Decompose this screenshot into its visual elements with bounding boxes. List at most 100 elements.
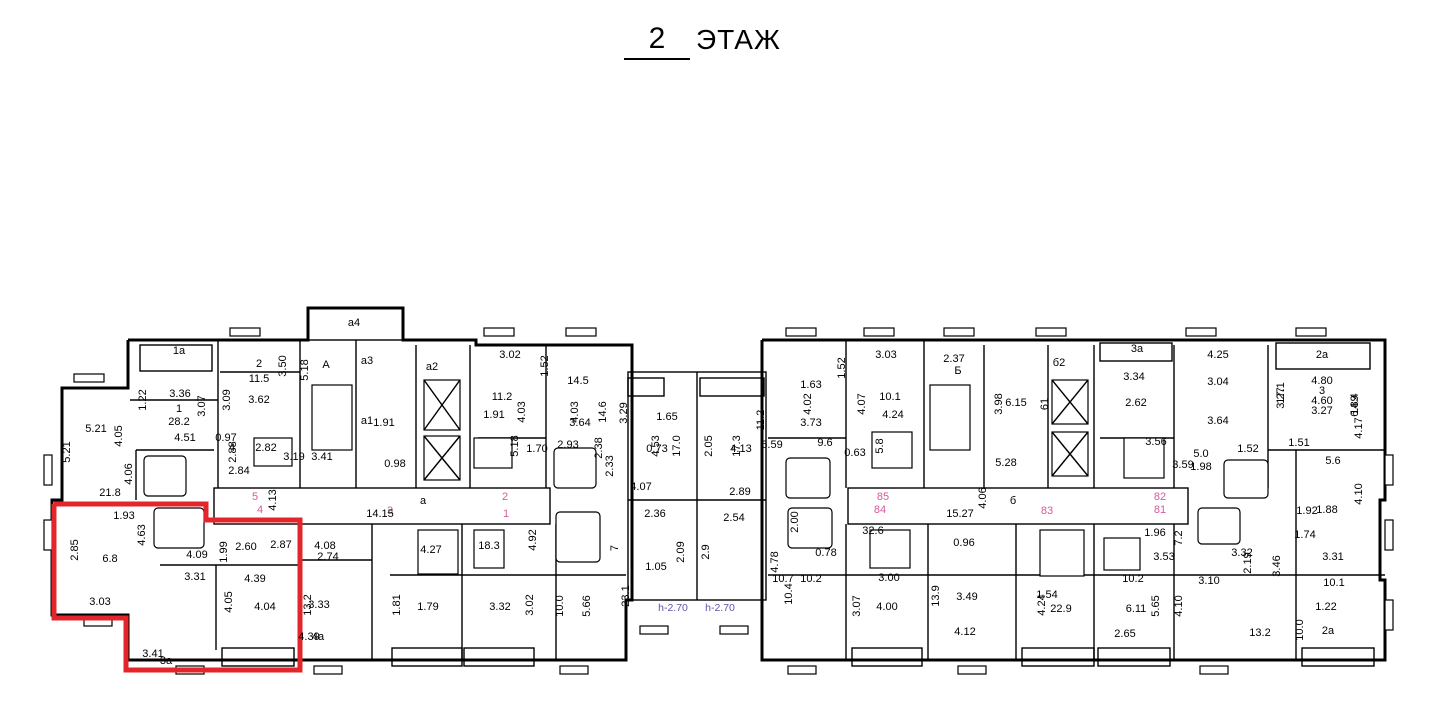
plan-label: 13.2 — [1249, 627, 1270, 639]
plan-label: 4.04 — [254, 601, 275, 613]
plan-label: 4.10 — [1353, 483, 1365, 504]
plan-label: 0.96 — [953, 537, 974, 549]
plan-label: 3.73 — [800, 417, 821, 429]
plan-label: 4.27 — [420, 544, 441, 556]
bathroom-fixtures — [143, 431, 1269, 577]
plan-label: 10.4 — [783, 583, 795, 604]
highlighted-apartment-outline — [51, 501, 303, 673]
plan-label: 4 — [229, 442, 235, 454]
plan-label: 13.2 — [302, 594, 314, 615]
plan-label: 1.52 — [539, 355, 551, 376]
plan-label: 0.78 — [815, 547, 836, 559]
plan-label: 17.3 — [731, 435, 743, 456]
plan-label: 2 — [256, 358, 262, 370]
flat-number: 2 — [502, 491, 508, 503]
windows — [43, 327, 1394, 675]
plan-label: 4.10 — [1173, 595, 1185, 616]
plan-label: 10.2 — [1122, 573, 1143, 585]
flat-number: 5 — [252, 491, 258, 503]
plan-label: 1.96 — [1144, 527, 1165, 539]
plan-label: 6.15 — [1005, 397, 1026, 409]
plan-label: 1.91 — [483, 409, 504, 421]
plan-label: 4.25 — [1207, 349, 1228, 361]
plan-label: 4.02 — [802, 393, 814, 414]
plan-label: 17.0 — [671, 435, 683, 456]
plan-label: 23.1 — [620, 585, 632, 606]
plan-label: 11.5 — [249, 373, 270, 385]
plan-label: А — [322, 359, 330, 371]
plan-label: 3.53 — [1153, 551, 1174, 563]
plan-label: 4.12 — [954, 626, 975, 638]
plan-label: 4.03 — [516, 401, 528, 422]
flat-number: 1 — [503, 508, 509, 520]
plan-label: б2 — [1053, 357, 1065, 369]
plan-label: 3а — [1131, 343, 1144, 355]
plan-label: 3.32 — [1231, 547, 1252, 559]
flat-number: 84 — [874, 504, 886, 516]
elevators-stairs — [311, 379, 1089, 481]
plan-label: 3.31 — [1322, 551, 1343, 563]
plan-label: 1.63 — [800, 379, 821, 391]
plan-label: 0.97 — [215, 432, 236, 444]
balconies — [139, 342, 1375, 667]
plan-label: 4.07 — [856, 393, 868, 414]
plan-label: 3.31 — [184, 571, 205, 583]
plan-label: 1.52 — [1237, 443, 1258, 455]
flat-number: 81 — [1154, 504, 1166, 516]
plan-label: 1.91 — [373, 417, 394, 429]
interior-walls-right — [768, 340, 1385, 660]
plan-label: 1.65 — [656, 411, 677, 423]
plan-label: 2.87 — [270, 539, 291, 551]
plan-label: 10.2 — [800, 573, 821, 585]
plan-label: 2а — [1322, 625, 1335, 637]
plan-label: 32.6 — [862, 525, 883, 537]
plan-label: 4.24 — [882, 409, 903, 421]
interior-walls-left — [130, 340, 626, 660]
plan-label: 4.08 — [314, 540, 335, 552]
plan-label: 1.79 — [417, 601, 438, 613]
plan-label: 5.18 — [509, 435, 521, 456]
plan-label: 3.19 — [283, 451, 304, 463]
floor-number-underline — [624, 58, 690, 60]
plan-label: 5.28 — [995, 457, 1016, 469]
plan-label: 4.78 — [769, 551, 781, 572]
plan-label: 5.8 — [874, 438, 886, 453]
plan-label: 4.13 — [730, 443, 751, 455]
plan-label: 2.38 — [593, 437, 605, 458]
plan-label: 5.66 — [581, 595, 593, 616]
plan-label: 2а — [1316, 349, 1329, 361]
plan-label: 3.07 — [196, 395, 208, 416]
plan-label: 4.03 — [569, 401, 581, 422]
plan-label: 9.6 — [817, 437, 832, 449]
plan-label: 3.03 — [89, 596, 110, 608]
plan-label: 4.09 — [186, 549, 207, 561]
plan-label: 6.11 — [1126, 603, 1147, 615]
plan-label: 4.80 — [1311, 375, 1332, 387]
plan-label: 3.02 — [499, 349, 520, 361]
plan-label: 2.85 — [69, 539, 81, 560]
flat-number: 82 — [1154, 491, 1166, 503]
plan-label: 3.50 — [277, 355, 289, 376]
plan-label: 5.6 — [1325, 455, 1340, 467]
plan-label: 3.64 — [569, 417, 590, 429]
plan-label: 2.09 — [675, 541, 687, 562]
plan-label: 1а — [173, 345, 186, 357]
plan-label: 6.59 — [761, 439, 782, 451]
plan-label: 1.81 — [391, 594, 403, 615]
corridor-length-left: 14.15 — [366, 508, 394, 520]
plan-label: 0.73 — [646, 443, 667, 455]
flat-number: 85 — [877, 491, 889, 503]
plan-label: 2.9 — [700, 544, 712, 559]
plan-label: 0.63 — [844, 447, 865, 459]
plan-label: 3.41 — [311, 451, 332, 463]
plan-label: 14.5 — [567, 375, 588, 387]
plan-label: 2.54 — [723, 512, 744, 524]
plan-label: 4.63 — [136, 524, 148, 545]
ceiling-height-label: h-2.70 — [705, 602, 735, 614]
plan-label: 2.93 — [557, 439, 578, 451]
flat-number: 4 — [257, 504, 263, 516]
plan-label: 2.36 — [644, 508, 665, 520]
plan-label: 2.60 — [235, 541, 256, 553]
plan-label: 0.98 — [384, 458, 405, 470]
